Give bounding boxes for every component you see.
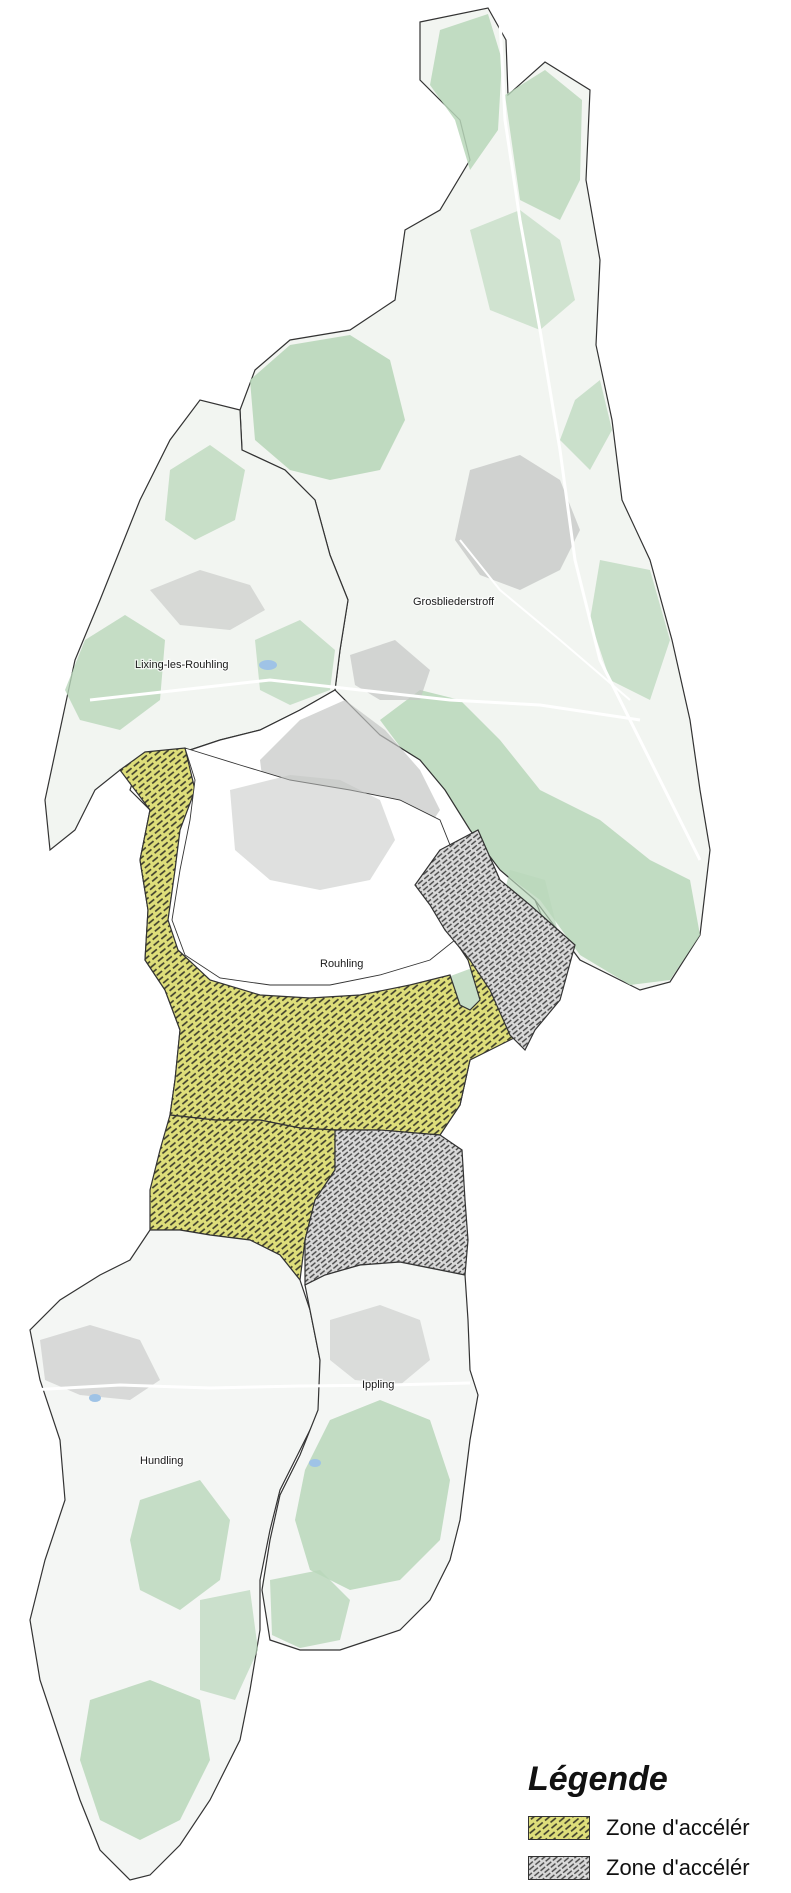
road — [89, 678, 641, 722]
label-lixing: Lixing-les-Rouhling — [135, 659, 229, 671]
road — [498, 19, 702, 861]
forest-area — [130, 1480, 230, 1610]
road — [29, 1381, 471, 1392]
urban-area — [455, 455, 580, 590]
yellow-hatch-swatch — [528, 1816, 590, 1840]
legend-label: Zone d'accélér — [606, 1855, 750, 1880]
forest-area — [65, 615, 165, 730]
label-grosbliederstroff: Grosbliederstroff — [413, 596, 495, 608]
urban-area — [40, 1325, 160, 1400]
forest-area — [270, 1570, 350, 1648]
legend-item-yellow-zone: Zone d'accélér — [528, 1813, 791, 1843]
forest-area — [560, 380, 612, 470]
forest-area — [80, 1680, 210, 1840]
water-pond — [259, 660, 277, 670]
legend-item-grey-zone: Zone d'accélér — [528, 1853, 791, 1883]
grey-hatch-swatch — [528, 1856, 590, 1880]
label-rouhling: Rouhling — [320, 958, 363, 970]
forest-area — [250, 335, 405, 480]
water-pond — [89, 1394, 101, 1402]
forest-area — [200, 1590, 258, 1700]
urban-area — [350, 640, 430, 700]
forest-area — [165, 445, 245, 540]
legend-label: Zone d'accélér — [606, 1815, 750, 1840]
forest-area — [590, 560, 670, 700]
map-legend: Légende Zone d'accélér Zone d'accélér — [528, 1760, 791, 1893]
road — [459, 539, 631, 701]
water-pond — [309, 1459, 321, 1467]
label-hundling: Hundling — [140, 1455, 183, 1467]
urban-area — [330, 1305, 430, 1385]
forest-area — [295, 1400, 450, 1590]
label-ippling: Ippling — [362, 1379, 394, 1391]
forest-area — [470, 210, 575, 330]
legend-title: Légende — [528, 1760, 668, 1798]
acceleration-zone-grey — [414, 829, 576, 1052]
forest-area — [430, 14, 502, 170]
forest-area — [380, 690, 700, 985]
urban-area — [230, 775, 395, 890]
forest-area — [505, 70, 582, 220]
urban-area — [150, 570, 265, 630]
